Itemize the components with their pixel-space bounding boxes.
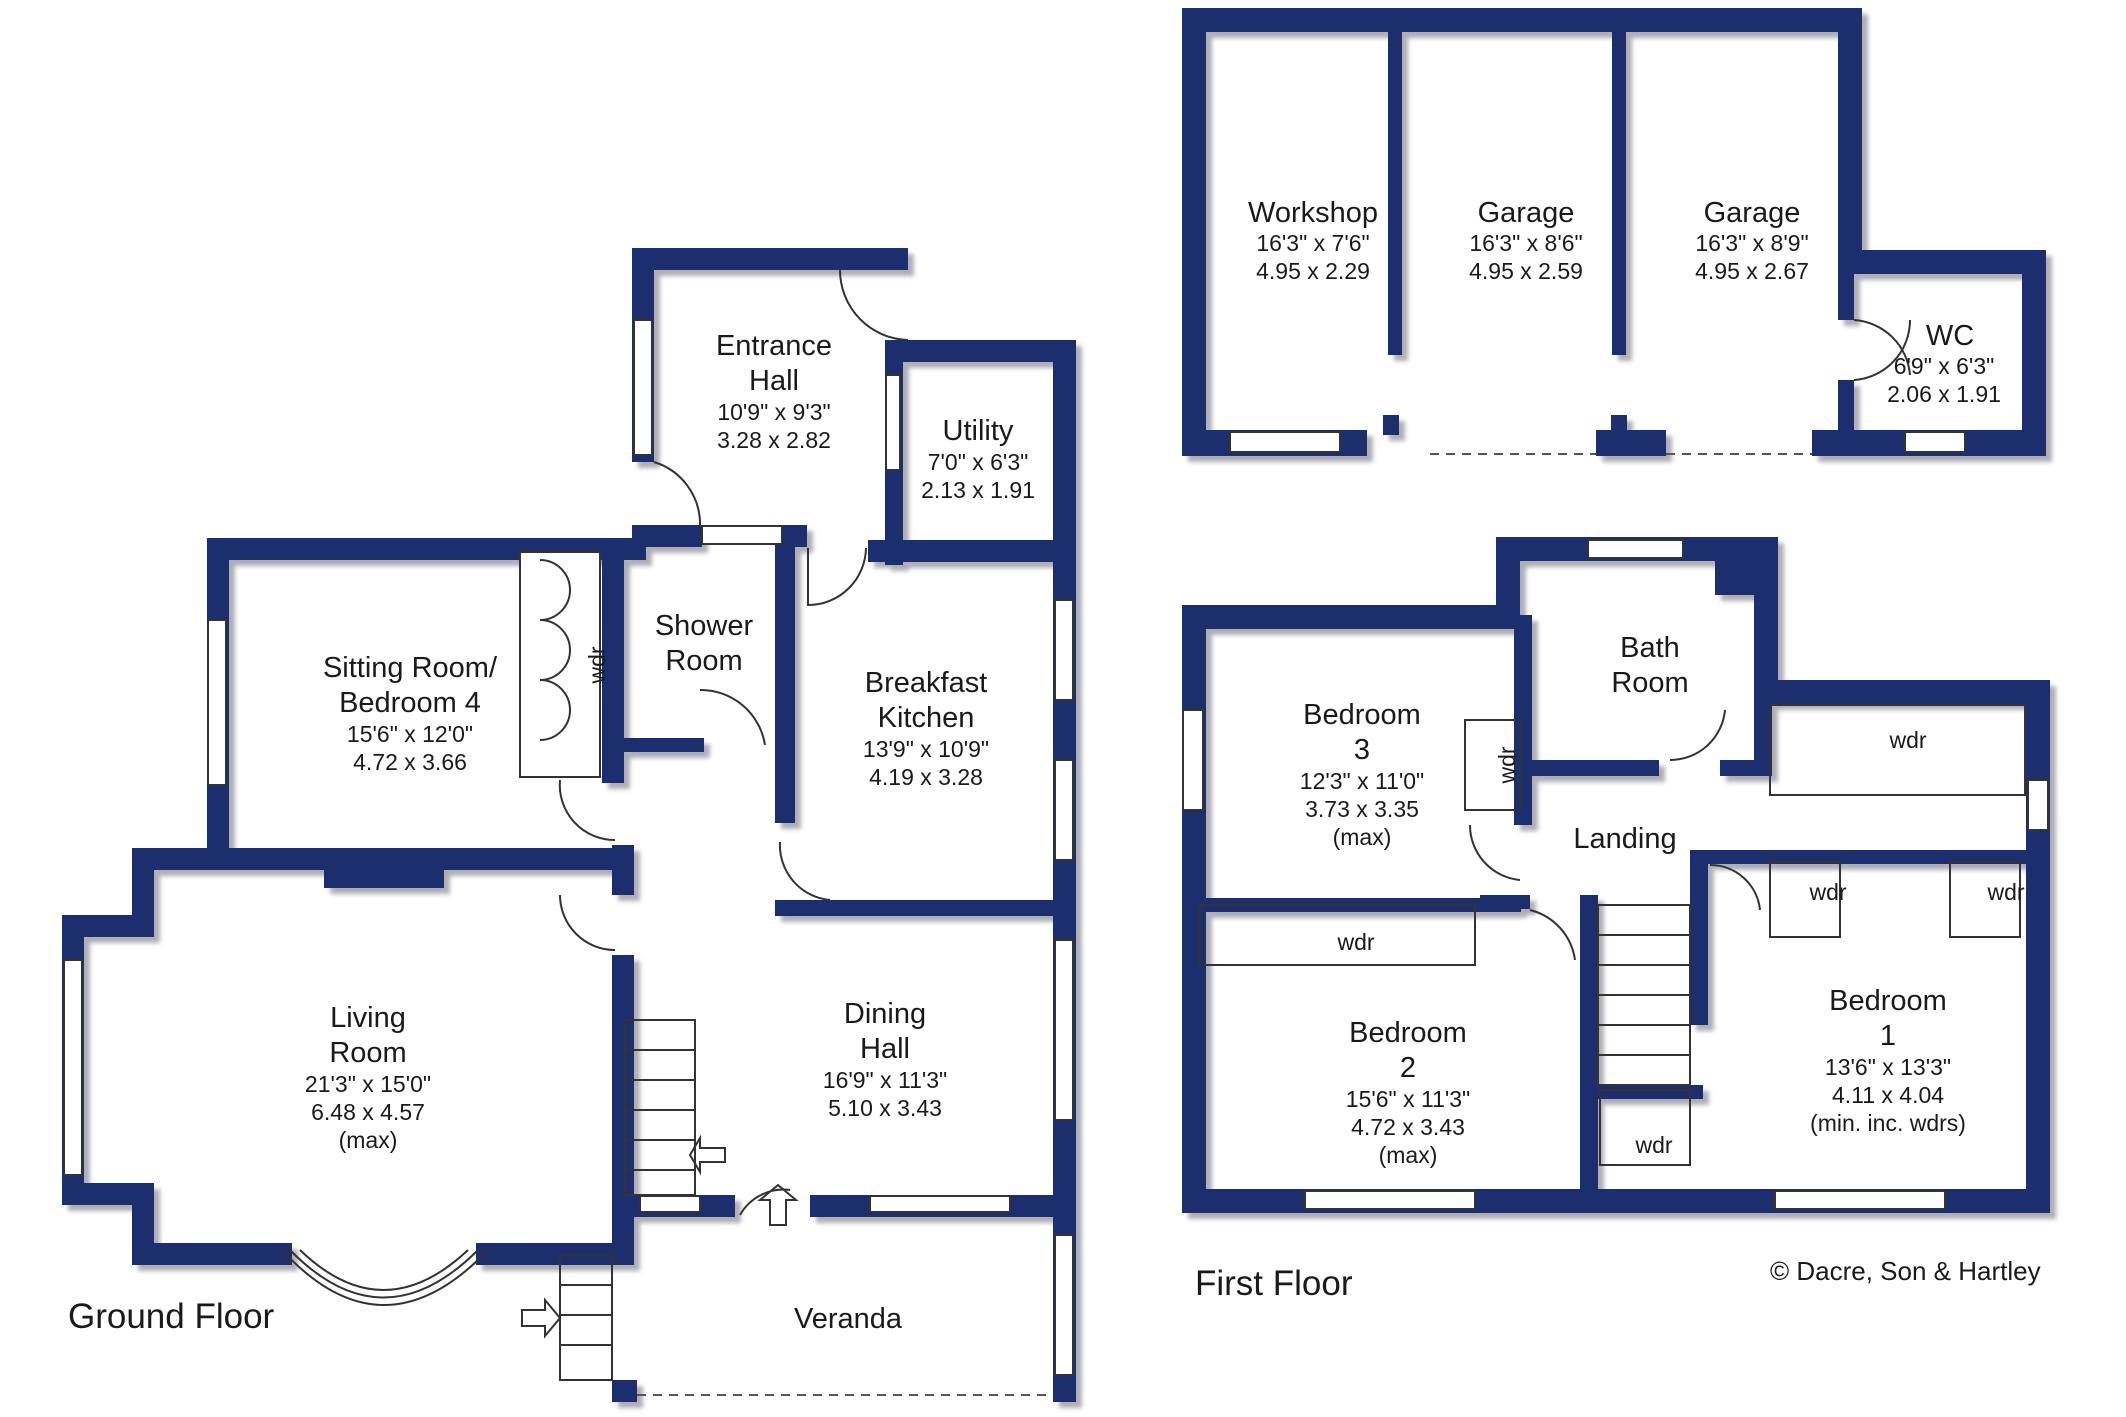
entrance-hall-dims: 3.28 x 2.82 bbox=[717, 427, 831, 453]
outbuildings-plan bbox=[1182, 8, 2046, 456]
living-room-dims: 21'3" x 15'0" bbox=[305, 1071, 431, 1097]
breakfast-kitchen-name: Kitchen bbox=[878, 702, 975, 734]
bath-room-name: Room bbox=[1611, 667, 1688, 699]
bedroom-2-dims: 15'6" x 11'3" bbox=[1346, 1086, 1470, 1112]
workshop-dims: 16'3" x 7'6" bbox=[1256, 230, 1369, 256]
wc-name: WC bbox=[1926, 320, 1974, 352]
garage-2-dims: 16'3" x 8'9" bbox=[1695, 230, 1808, 256]
ground-floor-plan bbox=[62, 248, 1076, 1402]
shower-room-name: Shower bbox=[655, 610, 754, 642]
bedroom-3-dims: (max) bbox=[1333, 824, 1392, 850]
sitting-room-name: Bedroom 4 bbox=[339, 687, 481, 719]
garage-2-name: Garage bbox=[1704, 197, 1801, 229]
entrance-hall-dims: 10'9" x 9'3" bbox=[717, 399, 830, 425]
first-floor-plan bbox=[1182, 537, 2050, 1213]
bedroom-1-name: Bedroom bbox=[1829, 985, 1947, 1017]
living-room-bay-window bbox=[289, 1249, 479, 1299]
bath-room-name: Bath bbox=[1620, 632, 1680, 664]
entrance-hall-name: Hall bbox=[749, 365, 799, 397]
bedroom-3-dims: 3.73 x 3.35 bbox=[1305, 796, 1419, 822]
bedroom-1-dims: 13'6" x 13'3" bbox=[1825, 1054, 1951, 1080]
wc-dims: 6'9" x 6'3" bbox=[1894, 353, 1995, 379]
ground-floor-label: Ground Floor bbox=[68, 1297, 275, 1336]
wardrobe-label: wdr bbox=[1336, 929, 1374, 955]
living-room-name: Room bbox=[329, 1037, 406, 1069]
entrance-hall-name: Entrance bbox=[716, 330, 832, 362]
breakfast-kitchen-dims: 13'9" x 10'9" bbox=[863, 736, 989, 762]
garage-1-dims: 4.95 x 2.59 bbox=[1469, 258, 1583, 284]
garage-2-dims: 4.95 x 2.67 bbox=[1695, 258, 1809, 284]
first-floor-windows bbox=[1182, 539, 2049, 1210]
wardrobe-label: wdr bbox=[584, 646, 610, 684]
bedroom-3-name: 3 bbox=[1354, 734, 1370, 766]
wc-dims: 2.06 x 1.91 bbox=[1887, 381, 2001, 407]
first-floor-walls bbox=[1182, 537, 2050, 1213]
living-room-dims: (max) bbox=[339, 1127, 398, 1153]
breakfast-kitchen-dims: 4.19 x 3.28 bbox=[869, 764, 983, 790]
sitting-room-dims: 4.72 x 3.66 bbox=[353, 749, 467, 775]
sitting-room-name: Sitting Room/ bbox=[323, 652, 498, 684]
workshop-name: Workshop bbox=[1248, 197, 1378, 229]
garage-1-dims: 16'3" x 8'6" bbox=[1469, 230, 1582, 256]
garage-1-name: Garage bbox=[1478, 197, 1575, 229]
outbuildings-walls bbox=[1182, 8, 2046, 456]
utility-dims: 7'0" x 6'3" bbox=[928, 449, 1029, 475]
bedroom-1-dims: (min. inc. wdrs) bbox=[1810, 1110, 1966, 1136]
bedroom-2-dims: 4.72 x 3.43 bbox=[1351, 1114, 1465, 1140]
living-room-name: Living bbox=[330, 1002, 406, 1034]
wardrobe-label: wdr bbox=[1808, 879, 1846, 905]
wardrobe-label: wdr bbox=[1494, 746, 1520, 784]
sitting-room-dims: 15'6" x 12'0" bbox=[347, 721, 473, 747]
landing-name: Landing bbox=[1573, 823, 1676, 855]
bedroom-2-name: Bedroom bbox=[1349, 1017, 1467, 1049]
bedroom-1-name: 1 bbox=[1880, 1020, 1896, 1052]
ground-floor-walls bbox=[62, 248, 1076, 1402]
wardrobe-label: wdr bbox=[1986, 879, 2024, 905]
bedroom-3-dims: 12'3" x 11'0" bbox=[1300, 768, 1424, 794]
utility-dims: 2.13 x 1.91 bbox=[921, 477, 1035, 503]
bedroom-1-dims: 4.11 x 4.04 bbox=[1832, 1082, 1944, 1108]
ground-floor-windows bbox=[63, 319, 1074, 1376]
entrance-arrow-icon bbox=[757, 1183, 799, 1226]
room-labels: Entrance Hall 10'9" x 9'3" 3.28 x 2.82 U… bbox=[305, 197, 2025, 1335]
workshop-dims: 4.95 x 2.29 bbox=[1256, 258, 1370, 284]
dining-hall-dims: 16'9" x 11'3" bbox=[823, 1067, 947, 1093]
shower-room-name: Room bbox=[665, 645, 742, 677]
first-floor-doors-and-wardrobes bbox=[1199, 704, 2026, 1166]
bedroom-2-name: 2 bbox=[1400, 1052, 1416, 1084]
entrance-arrow-icon bbox=[688, 1134, 726, 1176]
bedroom-2-dims: (max) bbox=[1379, 1142, 1438, 1168]
utility-name: Utility bbox=[943, 415, 1014, 447]
bedroom-3-name: Bedroom bbox=[1303, 699, 1421, 731]
copyright-notice: © Dacre, Son & Hartley bbox=[1770, 1256, 2041, 1286]
wardrobe-label: wdr bbox=[1634, 1132, 1672, 1158]
living-room-dims: 6.48 x 4.57 bbox=[311, 1099, 425, 1125]
veranda-name: Veranda bbox=[794, 1303, 903, 1335]
breakfast-kitchen-name: Breakfast bbox=[865, 667, 988, 699]
dining-hall-name: Hall bbox=[860, 1033, 910, 1065]
dining-hall-name: Dining bbox=[844, 998, 926, 1030]
first-floor-label: First Floor bbox=[1195, 1264, 1353, 1303]
entrance-arrow-icon bbox=[521, 1297, 562, 1339]
dining-hall-dims: 5.10 x 3.43 bbox=[828, 1095, 942, 1121]
wardrobe-label: wdr bbox=[1888, 727, 1926, 753]
